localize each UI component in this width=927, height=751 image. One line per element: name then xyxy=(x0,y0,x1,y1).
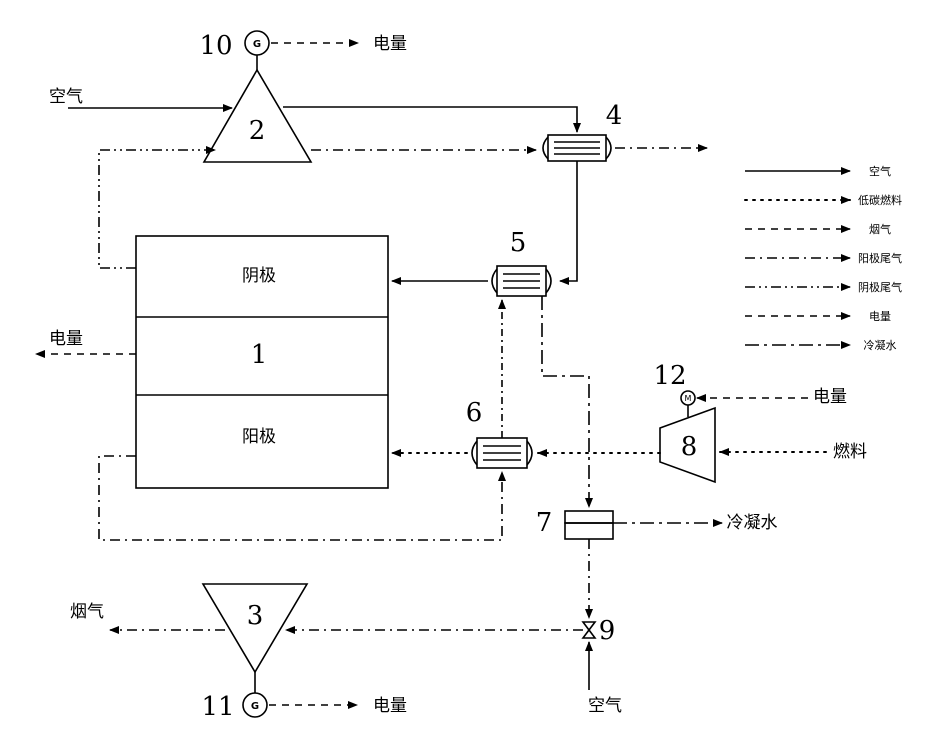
legend-label-6: 冷凝水 xyxy=(864,338,897,352)
condenser-lower xyxy=(565,523,613,539)
fuel-cell-stack: 阴极 1 阳极 xyxy=(136,236,388,488)
cathode-exhaust-loop xyxy=(99,150,215,268)
air-label-top: 空气 xyxy=(49,87,83,107)
legend-label-5: 电量 xyxy=(869,310,891,323)
turbine-number: 3 xyxy=(247,601,264,631)
heat-exchanger-5: 5 xyxy=(492,228,551,296)
generator-11-number: 11 xyxy=(201,692,234,722)
valve: 9 xyxy=(583,616,615,646)
legend: 空气低碳燃料烟气阳极尾气阴极尾气电量冷凝水 xyxy=(745,164,902,352)
anode-label: 阳极 xyxy=(242,427,276,447)
power-label-bottom: 电量 xyxy=(373,696,407,716)
motor-12: M 12 电量 xyxy=(653,361,847,417)
compressor: 2 xyxy=(204,70,311,162)
generator-10: G 10 电量 xyxy=(199,31,407,70)
legend-label-3: 阳极尾气 xyxy=(858,251,902,265)
reformer: 8 xyxy=(660,408,715,482)
hx6-number: 6 xyxy=(466,398,483,428)
hx4-number: 4 xyxy=(606,101,623,131)
fuel-label: 燃料 xyxy=(833,442,867,462)
heat-exchanger-6: 6 xyxy=(466,398,532,468)
power-label-left: 电量 xyxy=(49,329,83,349)
generator-11: G 11 电量 xyxy=(201,672,407,722)
turbine: 3 xyxy=(203,584,307,672)
fuel-cell-number: 1 xyxy=(251,340,268,370)
condenser-upper xyxy=(565,511,613,523)
motor-12-number: 12 xyxy=(653,361,686,391)
hx5-number: 5 xyxy=(510,228,527,258)
motor-icon: M xyxy=(685,394,692,403)
air-hx4-to-hx5 xyxy=(560,161,577,281)
air-label-bottom: 空气 xyxy=(588,696,622,716)
air-compressor-to-hx4 xyxy=(283,107,577,132)
valve-lower-wedge xyxy=(583,630,595,638)
heat-exchanger-4: 4 xyxy=(543,101,622,161)
condenser-number: 7 xyxy=(536,508,553,538)
generator-icon: G xyxy=(251,701,259,712)
reformer-number: 8 xyxy=(681,432,698,462)
condenser: 7 xyxy=(536,508,613,539)
condensate-label: 冷凝水 xyxy=(727,513,778,533)
legend-label-1: 低碳燃料 xyxy=(858,193,902,207)
exhaust-hx5-to-condenser xyxy=(542,296,589,507)
cathode-label: 阴极 xyxy=(242,266,276,286)
legend-label-2: 烟气 xyxy=(869,222,891,236)
flue-gas-label: 烟气 xyxy=(70,602,104,622)
power-label-top: 电量 xyxy=(373,34,407,54)
legend-label-4: 阴极尾气 xyxy=(858,280,902,294)
power-label-motor: 电量 xyxy=(813,387,847,407)
valve-number: 9 xyxy=(599,616,616,646)
compressor-number: 2 xyxy=(249,116,266,146)
generator-icon: G xyxy=(253,39,261,50)
anode-exhaust-loop xyxy=(99,456,502,540)
generator-10-number: 10 xyxy=(199,31,232,61)
legend-label-0: 空气 xyxy=(869,164,891,178)
